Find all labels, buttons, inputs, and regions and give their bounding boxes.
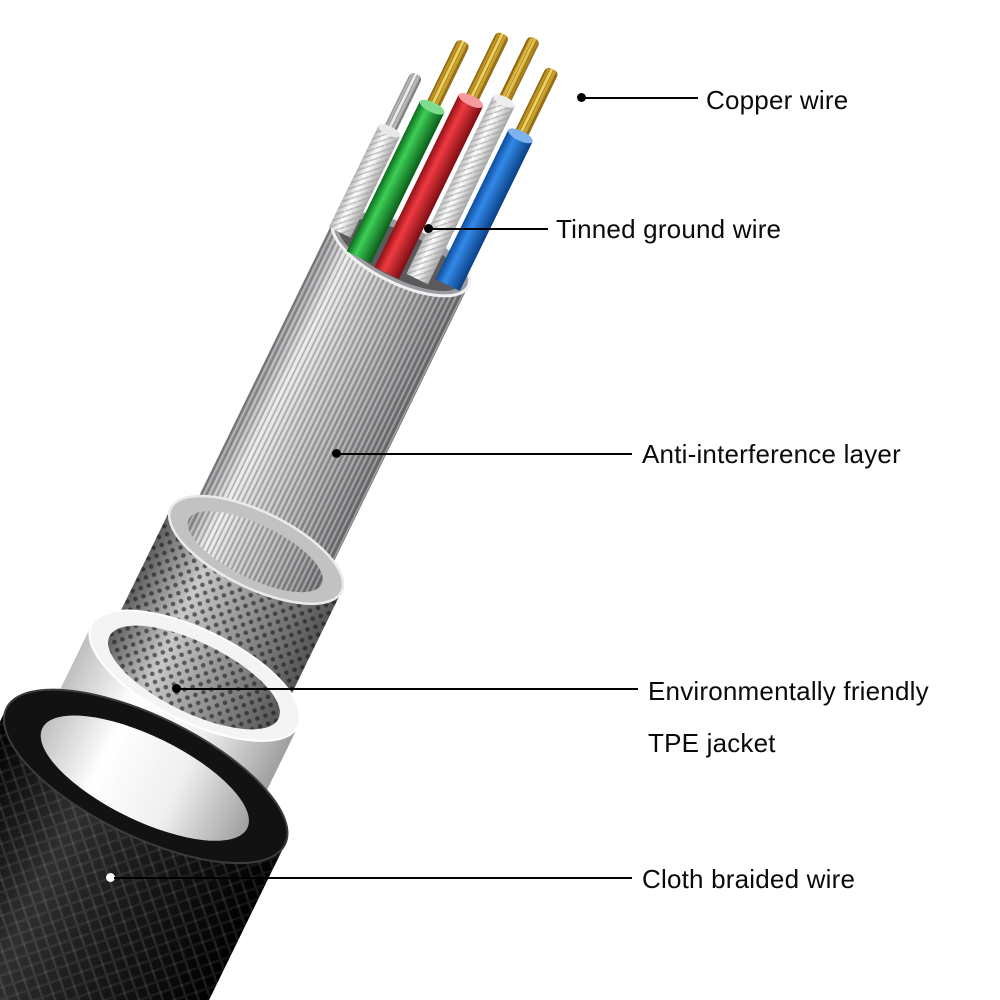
callout-label: Anti-interference layer	[642, 439, 901, 469]
callout-label-line2: TPE jacket	[648, 728, 776, 758]
callout-dot	[172, 684, 181, 693]
white-wire	[406, 37, 539, 285]
callout-line	[431, 228, 548, 230]
callout-line	[179, 688, 638, 690]
callout-dot	[424, 224, 433, 233]
callout-label: Tinned ground wire	[556, 214, 782, 244]
callout-label: Environmentally friendly TPE jacket	[648, 665, 929, 769]
callout-dot	[332, 449, 341, 458]
green-wire	[346, 40, 469, 264]
callout-label: Cloth braided wire	[642, 864, 856, 894]
braided-jacket-layer	[0, 688, 289, 1000]
callout-line	[114, 877, 632, 879]
callout-dot	[577, 93, 586, 102]
callout-line	[584, 97, 698, 99]
wires-group	[329, 32, 558, 291]
callout-label-line1: Environmentally friendly	[648, 676, 929, 706]
callout-label: Copper wire	[706, 85, 849, 115]
callout-dot	[106, 873, 115, 882]
blue-wire	[435, 67, 558, 291]
tinned-ground-wire	[329, 73, 422, 238]
callout-line	[339, 453, 632, 455]
red-wire	[374, 32, 508, 280]
